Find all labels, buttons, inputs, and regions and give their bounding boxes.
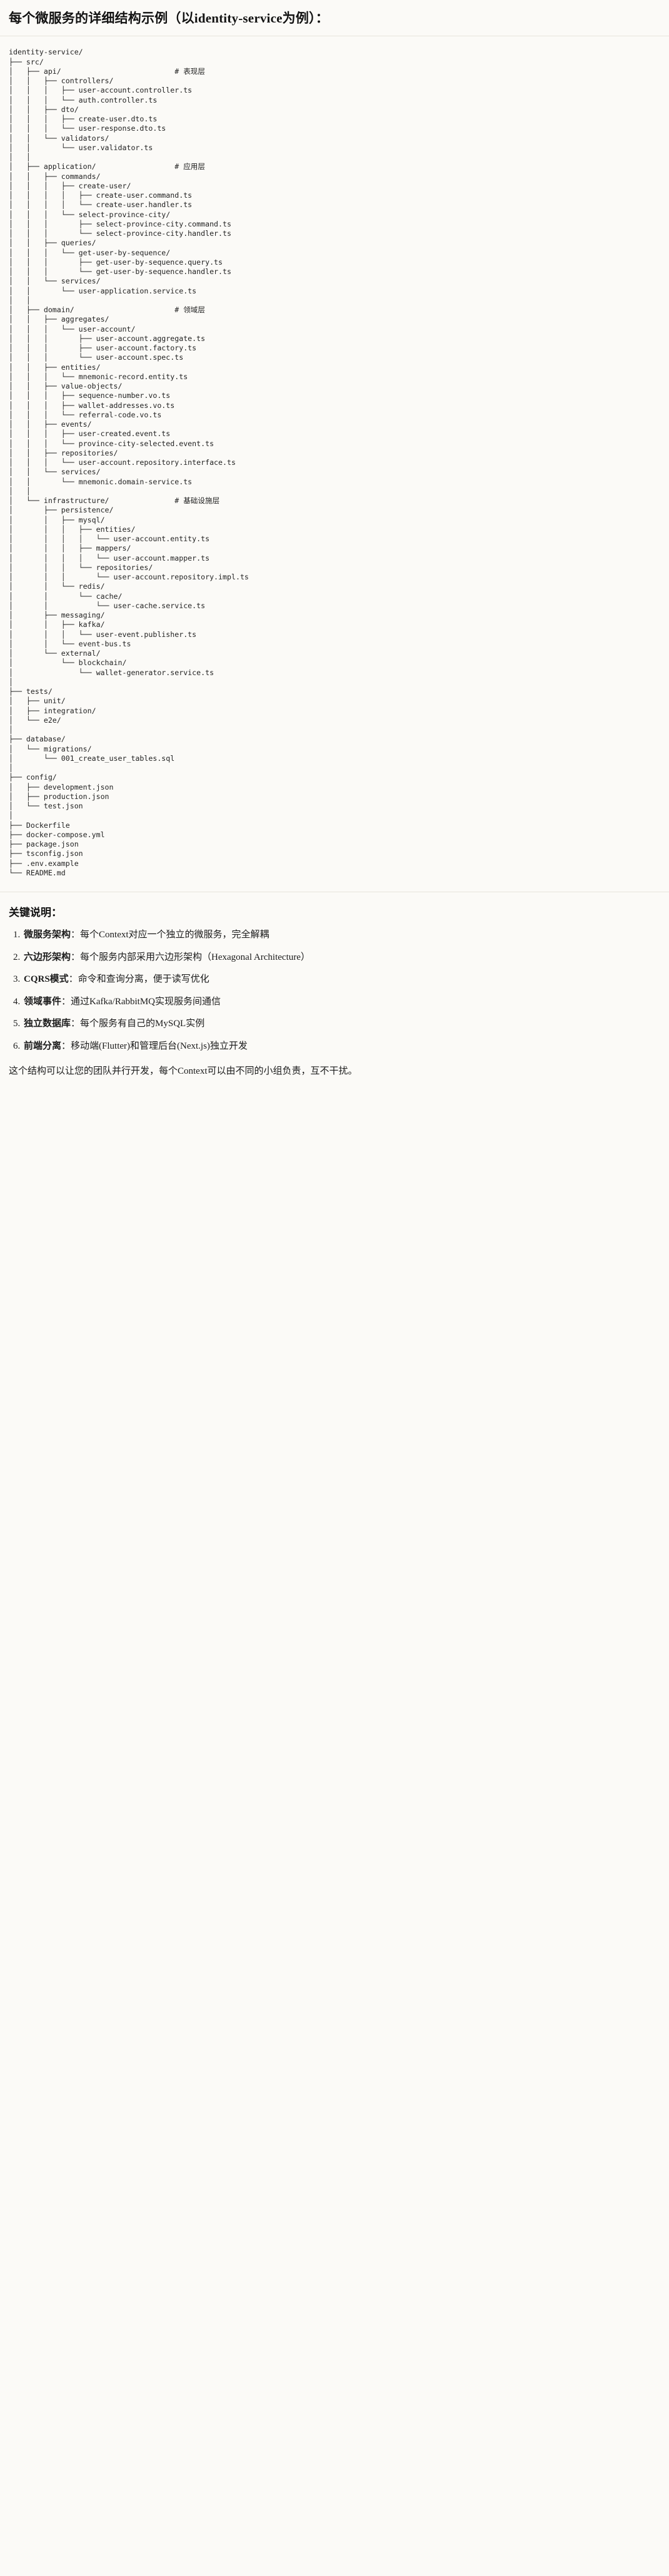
key-note-text: 每个服务有自己的MySQL实例 <box>80 1019 205 1029</box>
key-note-separator: ： <box>61 996 71 1007</box>
key-notes-list: 微服务架构：每个Context对应一个独立的微服务，完全解耦六边形架构：每个服务… <box>9 928 660 1053</box>
key-note-term: 领域事件 <box>24 996 62 1007</box>
key-note-text: 每个Context对应一个独立的微服务，完全解耦 <box>80 930 269 940</box>
key-notes-heading: 关键说明： <box>9 907 62 919</box>
key-notes-block: 关键说明： 微服务架构：每个Context对应一个独立的微服务，完全解耦六边形架… <box>0 892 669 1089</box>
directory-tree-block: identity-service/ ├── src/ │ ├── api/ # … <box>0 36 669 893</box>
document-page: 每个微服务的详细结构示例（以identity-service为例）： ident… <box>0 0 669 1089</box>
key-note-item: 前端分离：移动端(Flutter)和管理后台(Next.js)独立开发 <box>23 1039 660 1054</box>
key-note-separator: ： <box>61 1041 71 1051</box>
key-note-term: 微服务架构 <box>24 930 71 940</box>
key-note-term: 独立数据库 <box>24 1019 71 1029</box>
directory-tree: identity-service/ ├── src/ │ ├── api/ # … <box>9 48 249 877</box>
page-title: 每个微服务的详细结构示例（以identity-service为例）： <box>9 11 329 26</box>
key-note-item: 独立数据库：每个服务有自己的MySQL实例 <box>23 1017 660 1031</box>
title-block: 每个微服务的详细结构示例（以identity-service为例）： <box>0 0 669 37</box>
key-note-text: 每个服务内部采用六边形架构（Hexagonal Architecture） <box>80 952 310 962</box>
key-note-separator: ： <box>71 1019 81 1029</box>
key-note-separator: ： <box>68 974 78 985</box>
key-note-item: 微服务架构：每个Context对应一个独立的微服务，完全解耦 <box>23 928 660 942</box>
key-note-separator: ： <box>71 952 81 962</box>
key-note-text: 通过Kafka/RabbitMQ实现服务间通信 <box>71 996 221 1007</box>
key-note-term: CQRS模式 <box>24 974 69 985</box>
key-note-text: 移动端(Flutter)和管理后台(Next.js)独立开发 <box>71 1041 248 1051</box>
key-note-separator: ： <box>71 930 81 940</box>
key-note-item: 领域事件：通过Kafka/RabbitMQ实现服务间通信 <box>23 995 660 1009</box>
key-note-term: 前端分离 <box>24 1041 62 1051</box>
key-note-text: 命令和查询分离，便于读写优化 <box>78 974 209 985</box>
closing-note: 这个结构可以让您的团队并行开发，每个Context可以由不同的小组负责，互不干扰… <box>9 1066 358 1077</box>
key-note-item: 六边形架构：每个服务内部采用六边形架构（Hexagonal Architectu… <box>23 950 660 965</box>
key-note-item: CQRS模式：命令和查询分离，便于读写优化 <box>23 972 660 987</box>
key-note-term: 六边形架构 <box>24 952 71 962</box>
